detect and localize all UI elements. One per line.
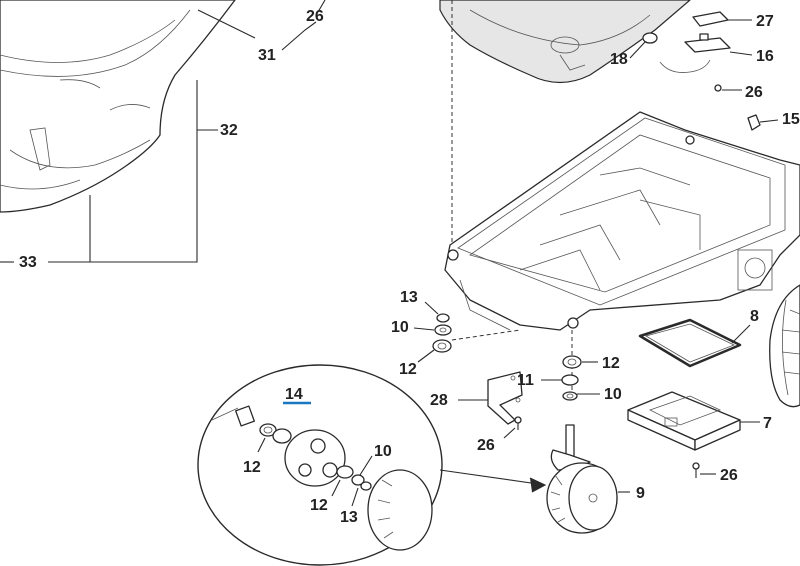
callout-15: 15	[782, 111, 800, 128]
washer-10-mid	[413, 324, 452, 336]
bracket-28	[458, 371, 523, 425]
assembly-line-bushing	[451, 329, 521, 341]
callout-16: 16	[756, 48, 774, 65]
callout-28: 28	[430, 392, 448, 409]
callout-10-detail: 10	[374, 443, 392, 460]
upper-chassis	[439, 0, 691, 84]
caster-wheel-9	[546, 424, 630, 534]
chassis-tray	[444, 111, 800, 331]
callout-13-detail: 13	[340, 509, 358, 526]
callout-9: 9	[636, 485, 645, 502]
hub-detail-callout	[197, 364, 547, 566]
callout-26-a: 26	[745, 84, 763, 101]
screw-26-bottom	[692, 462, 716, 478]
gasket-8	[638, 318, 751, 368]
callout-31: 31	[258, 47, 276, 64]
callout-32: 32	[220, 122, 238, 139]
rear-wheel	[769, 284, 800, 408]
leader-lines-left	[0, 0, 326, 263]
callout-13-mid: 13	[400, 289, 418, 306]
callout-12-detail-a: 12	[243, 459, 261, 476]
screw-26-mid	[503, 416, 522, 439]
callout-12-right: 12	[602, 355, 620, 372]
callout-26-mid: 26	[477, 437, 495, 454]
callout-10-right: 10	[604, 386, 622, 403]
washer-13-mid	[424, 301, 450, 323]
callout-8: 8	[750, 308, 759, 325]
callout-27: 27	[756, 13, 774, 30]
washer-10-right	[562, 391, 600, 401]
callout-26-bottom: 26	[720, 467, 738, 484]
body-cover-shell	[0, 0, 236, 213]
callout-18: 18	[610, 51, 628, 68]
callout-26-top: 26	[306, 8, 324, 25]
part-27-gasket	[692, 11, 752, 27]
screw-26-upper	[714, 84, 742, 92]
callout-10-mid: 10	[391, 319, 409, 336]
callout-7: 7	[763, 415, 772, 432]
bushing-12-right	[562, 355, 598, 369]
part-15-clip	[747, 114, 779, 131]
bushing-12-mid	[417, 339, 452, 363]
washer-11	[541, 374, 579, 386]
part-16-sensor	[659, 33, 753, 73]
callout-12-mid: 12	[399, 361, 417, 378]
electronics-box-7	[627, 391, 760, 451]
part-18-bushing	[629, 32, 658, 59]
callout-33: 33	[19, 254, 37, 271]
callout-11: 11	[517, 372, 534, 389]
callout-14: 14	[285, 386, 303, 403]
callout-12-detail-b: 12	[310, 497, 328, 514]
